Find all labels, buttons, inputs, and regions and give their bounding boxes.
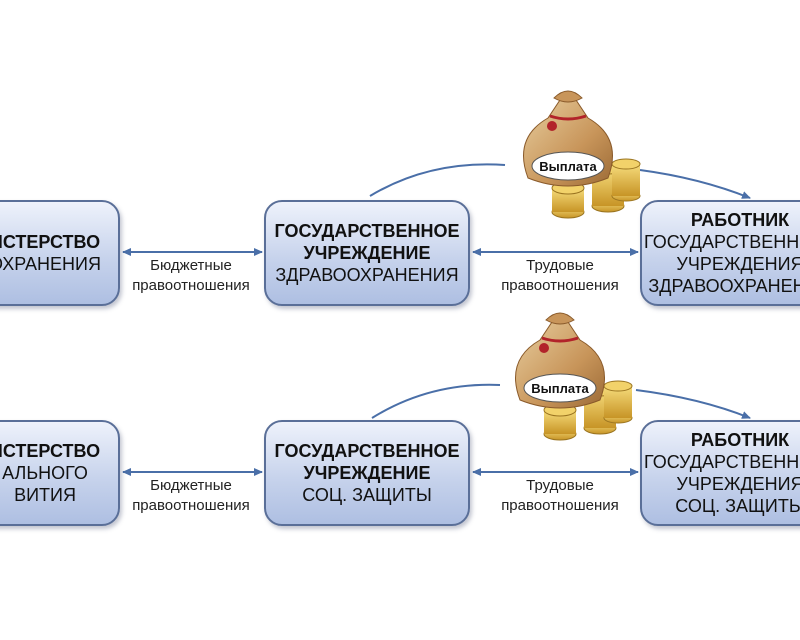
employee-node: РАБОТНИК ГОСУДАРСТВЕННОГО УЧРЕЖДЕНИЯ СОЦ…: [640, 420, 800, 526]
employee-line: УЧРЕЖДЕНИЯ: [676, 474, 800, 494]
ministry-line: ИСТЕРСТВО: [0, 441, 101, 461]
budget-relations-label-line: Бюджетные: [150, 477, 232, 494]
employee-line: СОЦ. ЗАЩИТЫ: [675, 496, 800, 516]
payment-flow-left-row1: [369, 163, 506, 197]
ministry-node: ИСТЕРСТВО ОХРАНЕНИЯ: [0, 200, 120, 306]
employee-node: РАБОТНИК ГОСУДАРСТВЕННОГО УЧРЕЖДЕНИЯ ЗДР…: [640, 200, 800, 306]
employee-title: РАБОТНИК: [690, 210, 790, 230]
labor-relations-label-line: правоотношения: [501, 497, 619, 514]
ministry-line: ВИТИЯ: [14, 485, 76, 505]
budget-relations-label-line: Бюджетные: [150, 257, 232, 274]
state-institution-node: ГОСУДАРСТВЕННОЕ УЧРЕЖДЕНИЕ СОЦ. ЗАЩИТЫ: [264, 420, 470, 526]
state-institution-node: ГОСУДАРСТВЕННОЕ УЧРЕЖДЕНИЕ ЗДРАВООХРАНЕН…: [264, 200, 470, 306]
payment-flow-right-row2: [635, 389, 751, 419]
employee-line: УЧРЕЖДЕНИЯ: [676, 254, 800, 274]
budget-relations-label-line: правоотношения: [132, 497, 250, 514]
labor-relations-label-line: Трудовые: [526, 477, 594, 494]
money-bag-icon: Выплата: [515, 312, 633, 441]
budget-relations-label: Бюджетные правоотношения: [118, 476, 264, 516]
institution-type: ЗДРАВООХРАНЕНИЯ: [275, 265, 459, 285]
employee-title: РАБОТНИК: [690, 430, 790, 450]
institution-title-line: УЧРЕЖДЕНИЕ: [303, 243, 431, 263]
institution-title-line: ГОСУДАРСТВЕННОЕ: [274, 221, 460, 241]
ministry-line: АЛЬНОГО: [2, 463, 88, 483]
labor-relations-label-line: правоотношения: [501, 277, 619, 294]
ministry-node: ИСТЕРСТВО АЛЬНОГО ВИТИЯ: [0, 420, 120, 526]
payment-flow-left-row2: [371, 383, 501, 419]
labor-relations-label: Трудовые правоотношения: [480, 476, 640, 516]
employee-line: ГОСУДАРСТВЕННОГО: [644, 452, 800, 472]
payment-label: Выплата: [531, 381, 589, 396]
payment-label: Выплата: [539, 159, 597, 174]
money-bag-icon: Выплата: [523, 90, 641, 219]
institution-type: СОЦ. ЗАЩИТЫ: [302, 485, 432, 505]
payment-flow-right-row1: [639, 169, 751, 199]
labor-relations-label-line: Трудовые: [526, 257, 594, 274]
employee-line: ГОСУДАРСТВЕННОГО: [644, 232, 800, 252]
institution-title-line: ГОСУДАРСТВЕННОЕ: [274, 441, 460, 461]
budget-relations-label-line: правоотношения: [132, 277, 250, 294]
budget-relations-label: Бюджетные правоотношения: [118, 256, 264, 296]
ministry-line: ИСТЕРСТВО: [0, 232, 101, 252]
labor-relations-label: Трудовые правоотношения: [480, 256, 640, 296]
ministry-line: ОХРАНЕНИЯ: [0, 254, 101, 274]
institution-title-line: УЧРЕЖДЕНИЕ: [303, 463, 431, 483]
employee-line: ЗДРАВООХРАНЕНИЯ: [648, 276, 800, 296]
